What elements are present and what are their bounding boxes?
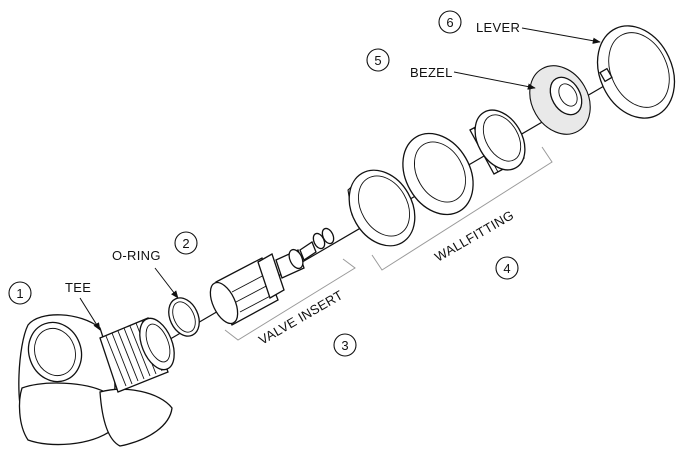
o-ring-label: O-RING [112, 248, 161, 263]
lever-label: LEVER [476, 20, 520, 35]
callout-3-circle [333, 333, 357, 357]
callout-6-number: 6 [446, 15, 453, 30]
callout-5-number: 5 [374, 53, 381, 68]
tee-label: TEE [65, 280, 91, 295]
callout-6-circle [438, 10, 462, 34]
callout-3-number: 3 [341, 338, 348, 353]
wallfitting-label: WALLFITTING [432, 207, 516, 264]
wallfitting-gasket [402, 132, 474, 216]
lever-part [596, 25, 676, 119]
tee-part [18, 314, 175, 447]
o-ring-part [168, 297, 200, 337]
tee-leader [79, 297, 101, 331]
wallfitting-threaded-body [469, 109, 526, 175]
wallfitting-nut [347, 169, 416, 247]
callout-2-number: 2 [182, 236, 189, 251]
callout-4-number: 4 [503, 261, 510, 276]
callout-2-circle [174, 231, 198, 255]
valve-insert-part [209, 227, 335, 326]
bezel-leader [453, 71, 536, 90]
valve-insert-bracket [224, 258, 356, 341]
callout-5-circle [366, 48, 390, 72]
o-ring-leader [154, 267, 179, 299]
wallfitting-bracket [371, 146, 553, 271]
callout-1-number: 1 [16, 286, 23, 301]
bezel-label: BEZEL [410, 65, 453, 80]
callout-1-circle [8, 281, 32, 305]
bezel-part [529, 65, 591, 135]
callout-4-circle [495, 256, 519, 280]
lever-leader [521, 27, 601, 44]
